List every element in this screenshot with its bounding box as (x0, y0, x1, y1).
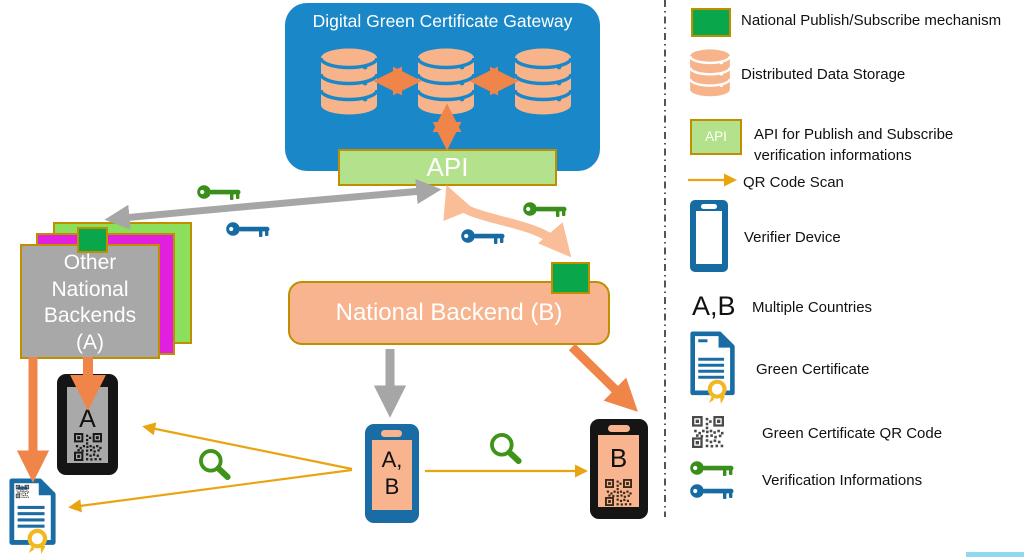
pubsub-mechanism-icon (551, 262, 590, 294)
blue-key-icon (461, 228, 507, 245)
gateway-title: Digital Green Certificate Gateway (312, 11, 573, 31)
national-backend-b-label: National Backend (B) (335, 299, 563, 326)
legend-storage-cylinder-icon (688, 45, 732, 100)
verifier-phone-ab: A, B (365, 424, 419, 523)
phone-a-country-label: A (79, 405, 96, 433)
phone-speaker (381, 430, 402, 437)
api-backends-a-arrow (104, 178, 442, 230)
phone-speaker (701, 204, 717, 209)
phone-ab-country-label: A, B (381, 447, 403, 499)
other-national-backends-label: Other National Backends (A) (43, 251, 137, 354)
citizen-phone-a: A (57, 374, 118, 475)
phone-a-screen: A (67, 387, 108, 463)
citizen-phone-b: B (590, 419, 648, 519)
api-bar: API (338, 149, 557, 186)
other-national-backends-box: Other National Backends (A) (20, 244, 160, 359)
legend-label-countries: Multiple Countries (752, 299, 873, 316)
legend-label-verifier: Verifier Device (744, 229, 841, 246)
legend-label-api: API for Publish and Subscribe verificati… (754, 126, 954, 164)
database-cylinder-icon (415, 47, 477, 115)
green-certificate-document-icon (8, 477, 58, 554)
legend-pubsub-square-icon (691, 8, 731, 37)
legend-green-key-icon (689, 460, 737, 477)
legend-label-qr-code: Green Certificate QR Code (762, 425, 943, 442)
legend-ab-symbol: A,B (692, 291, 736, 321)
phone-screen (696, 211, 722, 264)
phone-speaker (608, 425, 630, 432)
legend-label-qr-scan: QR Code Scan (743, 174, 844, 191)
legend-label-pubsub: National Publish/Subscribe mechanism (741, 12, 1002, 29)
blue-key-icon (226, 221, 272, 238)
green-key-icon (197, 184, 243, 201)
bottom-edge-bar (966, 552, 1024, 557)
legend-api-box-icon: API (690, 119, 742, 155)
pubsub-mechanism-icon (77, 227, 108, 253)
backend-b-phone-b-arrow (568, 343, 638, 412)
legend-blue-key-icon (689, 483, 737, 500)
qr-scan-arrow-phone-a (142, 422, 353, 471)
database-cylinder-icon (512, 47, 574, 115)
database-cylinder-icon (318, 47, 380, 115)
legend-verifier-phone-icon (690, 200, 728, 272)
legend-label-verification: Verification Informations (762, 472, 923, 489)
legend-qr-code-icon (692, 416, 724, 448)
phone-ab-screen: A, B (372, 440, 412, 510)
legend-green-certificate-icon (689, 330, 737, 404)
qr-code-icon (605, 479, 632, 506)
qr-code-icon (74, 433, 102, 461)
magnifier-icon (197, 447, 233, 483)
magnifier-icon (488, 431, 524, 467)
legend-label-storage: Distributed Data Storage (741, 66, 906, 83)
legend-label-certificate: Green Certificate (756, 361, 870, 378)
green-key-icon (523, 201, 569, 218)
phone-b-screen: B (598, 435, 639, 507)
phone-b-country-label: B (609, 443, 628, 473)
